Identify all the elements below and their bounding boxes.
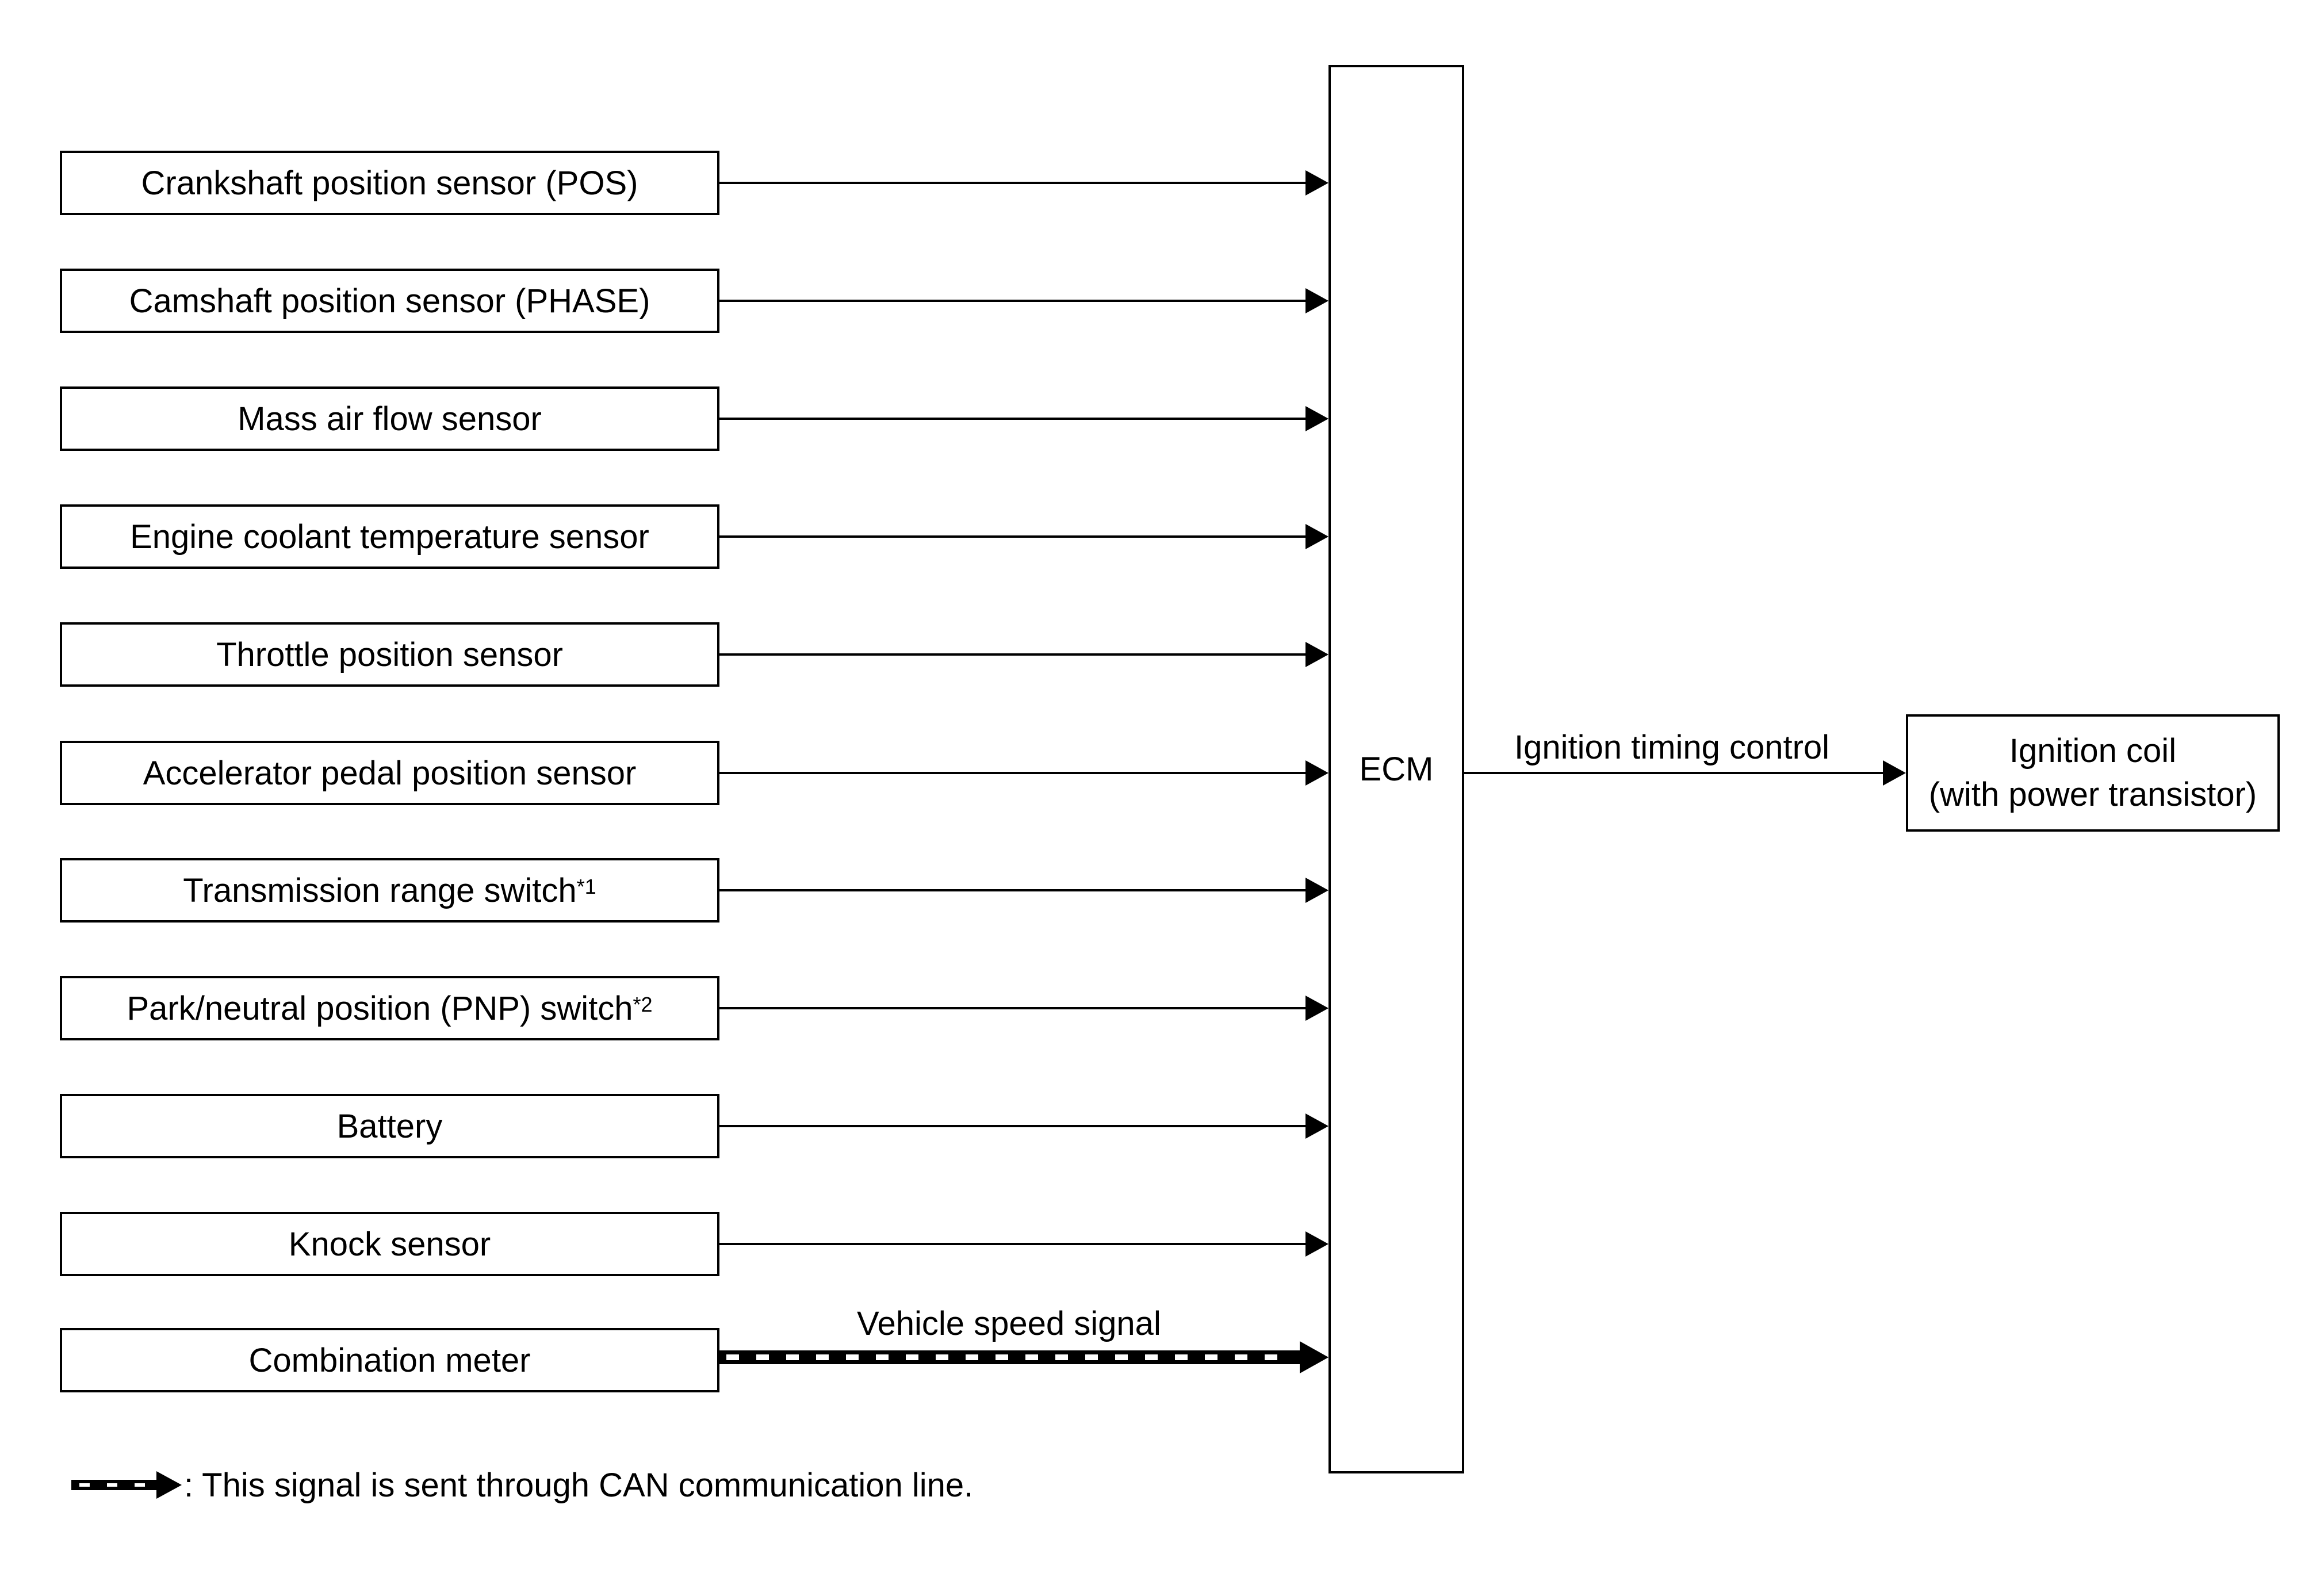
can-line-legend-icon bbox=[71, 1471, 182, 1499]
input-mass-air-flow-sensor: Mass air flow sensor bbox=[60, 386, 719, 451]
ignition-coil-sublabel: (with power transistor) bbox=[1928, 776, 2257, 813]
input-accelerator-pedal-position-sensor: Accelerator pedal position sensor bbox=[60, 741, 719, 805]
input-label: Knock sensor bbox=[288, 1225, 491, 1263]
input-label: Accelerator pedal position sensor bbox=[143, 754, 637, 792]
input-camshaft-position-sensor: Camshaft position sensor (PHASE) bbox=[60, 269, 719, 333]
legend: : This signal is sent through CAN commun… bbox=[69, 1466, 974, 1504]
input-label: Camshaft position sensor (PHASE) bbox=[129, 282, 650, 320]
input-label: Mass air flow sensor bbox=[238, 400, 542, 438]
input-note: *2 bbox=[633, 993, 653, 1016]
input-label: Park/neutral position (PNP) switch bbox=[127, 989, 633, 1027]
input-label: Throttle position sensor bbox=[216, 636, 563, 673]
vehicle-speed-signal-label: Vehicle speed signal bbox=[857, 1305, 1161, 1342]
ignition-coil-box: Ignition coil (with power transistor) bbox=[1906, 714, 2280, 832]
throttle-arrowhead bbox=[1305, 642, 1328, 667]
battery-arrowhead bbox=[1305, 1113, 1328, 1139]
input-label: Crankshaft position sensor (POS) bbox=[141, 164, 638, 202]
ecm-box: ECM bbox=[1328, 65, 1464, 1473]
input-label: Engine coolant temperature sensor bbox=[130, 518, 649, 556]
ignition-coil-label: Ignition coil bbox=[2009, 732, 2177, 770]
input-engine-coolant-temperature-sensor: Engine coolant temperature sensor bbox=[60, 504, 719, 569]
knock-arrowhead bbox=[1305, 1231, 1328, 1257]
input-label: Transmission range switch bbox=[183, 871, 577, 909]
input-battery: Battery bbox=[60, 1094, 719, 1158]
input-transmission-range-switch: Transmission range switch*1 bbox=[60, 858, 719, 923]
transmission-range-arrowhead bbox=[1305, 878, 1328, 903]
input-knock-sensor: Knock sensor bbox=[60, 1212, 719, 1276]
ignition-timing-control-arrowhead bbox=[1883, 760, 1906, 786]
pnp-switch-arrowhead bbox=[1305, 996, 1328, 1021]
ignition-timing-control-label: Ignition timing control bbox=[1514, 729, 1830, 766]
accelerator-pedal-arrowhead bbox=[1305, 760, 1328, 786]
input-throttle-position-sensor: Throttle position sensor bbox=[60, 622, 719, 687]
input-crankshaft-position-sensor: Crankshaft position sensor (POS) bbox=[60, 151, 719, 215]
input-note: *1 bbox=[576, 875, 596, 898]
mass-air-flow-arrowhead bbox=[1305, 406, 1328, 431]
crankshaft-arrowhead bbox=[1305, 170, 1328, 196]
legend-text: : This signal is sent through CAN commun… bbox=[184, 1466, 974, 1504]
vehicle-speed-can-line bbox=[719, 1341, 1328, 1373]
input-combination-meter: Combination meter bbox=[60, 1328, 719, 1392]
camshaft-arrowhead bbox=[1305, 288, 1328, 313]
input-label: Battery bbox=[336, 1107, 443, 1145]
input-park-neutral-position-switch: Park/neutral position (PNP) switch*2 bbox=[60, 976, 719, 1040]
ecm-label: ECM bbox=[1359, 751, 1434, 788]
engine-coolant-arrowhead bbox=[1305, 524, 1328, 549]
input-label: Combination meter bbox=[248, 1341, 531, 1379]
